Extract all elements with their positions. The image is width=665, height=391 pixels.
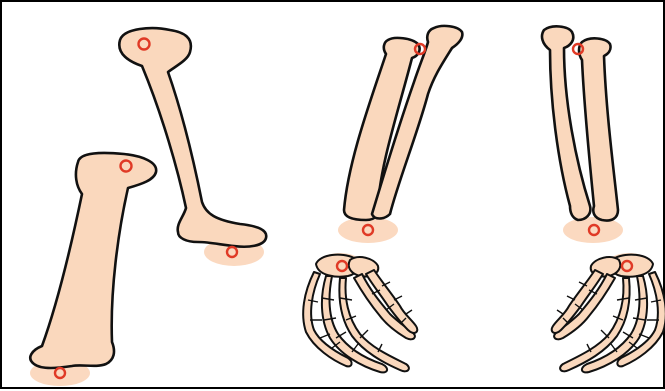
lower-long-bone [30,153,156,386]
lower-long-bone-shape [30,153,156,368]
upper-long-bone-shape [119,28,266,247]
joint-halo [563,217,623,243]
hand-right [552,253,665,372]
forearm-pair-left [338,26,462,243]
upper-long-bone [119,28,266,266]
hand-left [303,253,417,372]
forearm-pair-right [542,26,623,243]
